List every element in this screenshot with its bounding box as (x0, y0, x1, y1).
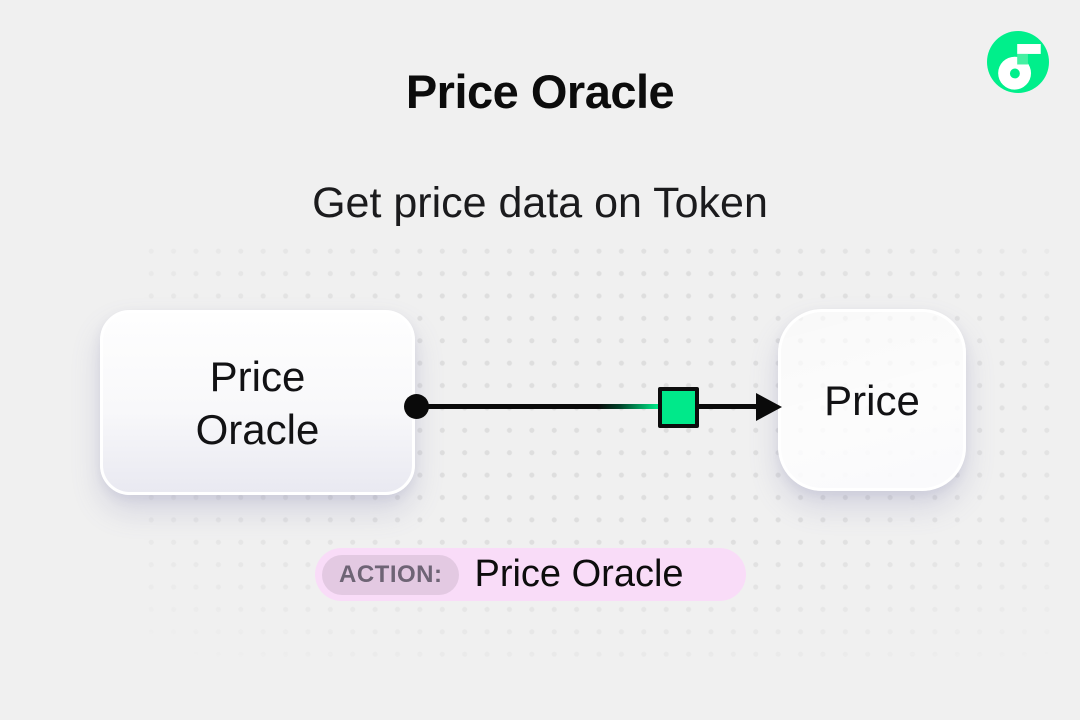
action-badge: ACTION: (322, 554, 460, 595)
action-label: Price Oracle (474, 553, 684, 595)
node-price-label: Price (824, 376, 920, 424)
page-subtitle: Get price data on Token (312, 179, 768, 227)
edge-start-dot (404, 394, 429, 419)
node-price: Price (778, 309, 966, 491)
page-title: Price Oracle (405, 65, 675, 118)
action-pill: ACTION: Price Oracle (315, 548, 746, 601)
edge-line (416, 404, 757, 409)
node-price-oracle: Price Oracle (100, 310, 415, 495)
edge-arrowhead-icon (756, 393, 782, 421)
edge-marker-square (658, 387, 699, 428)
node-price-oracle-label: Price Oracle (195, 352, 320, 453)
edge-line-green-segment (598, 404, 659, 409)
flow-logo-icon (987, 31, 1049, 93)
